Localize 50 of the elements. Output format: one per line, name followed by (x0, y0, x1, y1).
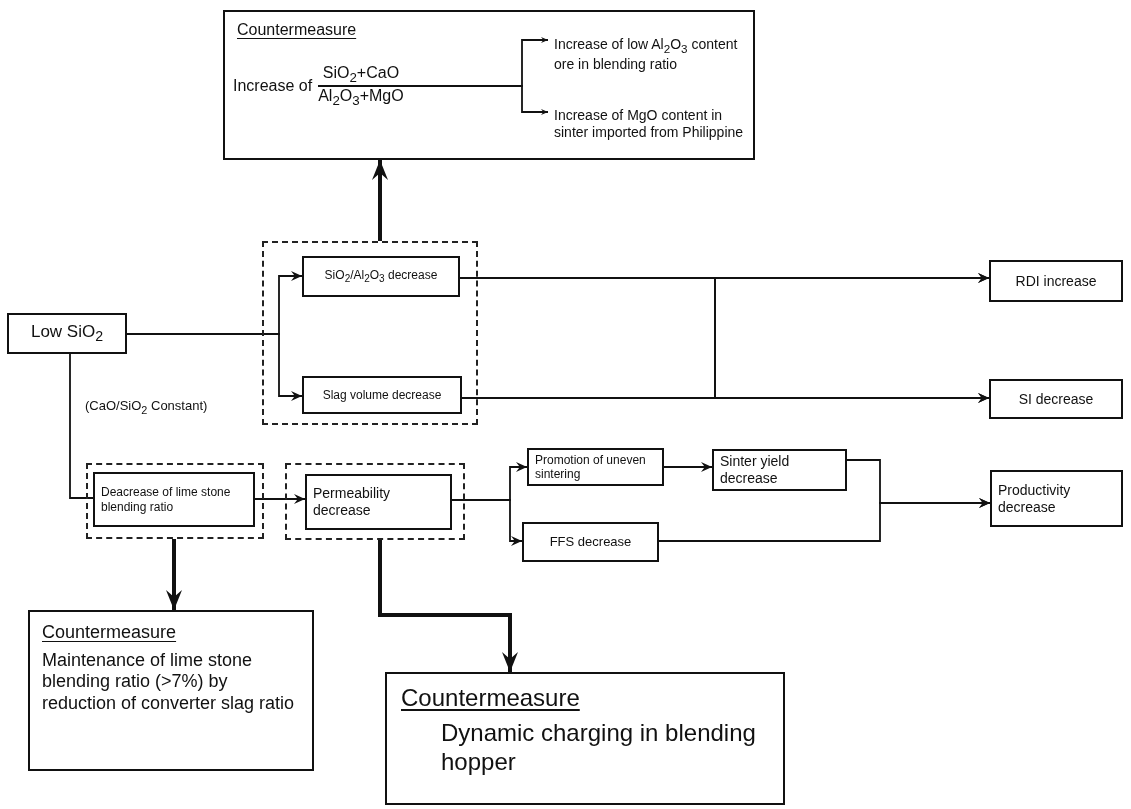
thick-arrow (372, 160, 388, 241)
process-box (989, 260, 1123, 302)
fraction-numerator: SiO$_{2}$+CaO (318, 63, 404, 87)
process-box (385, 672, 785, 805)
node-text: Increase of MgO content in sinter imported from Philippine (554, 107, 745, 141)
process-box (989, 379, 1123, 419)
arrow (126, 333, 303, 401)
arrow (658, 498, 991, 542)
arrow (254, 494, 306, 504)
node-text: RDI increase (1015, 272, 1097, 290)
node-text: FFS decrease (549, 534, 632, 550)
node-text: Increase of low Al$_{2}$O$_{3}$ content ore in blending ratio (554, 35, 739, 73)
node-text: Maintenance of lime stone blending ratio (>7%) by reduction of converter slag ratio (42, 649, 296, 715)
arrow (663, 462, 713, 472)
process-box (522, 522, 659, 562)
node-text: Dynamic charging in blending hopper (440, 718, 757, 777)
node-text: SiO$_{2}$/Al$_{2}$O$_{3}$ decrease (324, 267, 438, 286)
dashed-group-box (285, 463, 465, 540)
heading: Countermeasure (401, 684, 580, 713)
process-box (305, 474, 452, 530)
connector-line (69, 353, 94, 499)
process-box (712, 449, 847, 491)
process-box (7, 313, 127, 354)
node-text: Low SiO$_{2}$ (30, 321, 104, 346)
formula-text: Increase of (233, 77, 313, 95)
dashed-group-box (86, 463, 264, 539)
node-text: SI decrease (1018, 390, 1094, 408)
process-box (28, 610, 314, 771)
fraction-denominator: Al$_{2}$O$_{3}$+MgO (318, 87, 404, 109)
process-box (93, 472, 255, 527)
process-box (527, 448, 664, 486)
process-box (302, 376, 462, 414)
heading: Countermeasure (42, 622, 177, 644)
process-box (302, 256, 460, 297)
thick-arrow (378, 540, 518, 672)
dashed-group-box (262, 241, 478, 425)
arrow (402, 85, 549, 115)
node-text: Slag volume decrease (322, 387, 442, 403)
arrow (461, 393, 990, 403)
process-box (990, 470, 1123, 527)
heading: Countermeasure (237, 20, 357, 40)
thick-arrow (166, 539, 182, 610)
node-text: Sinter yield decrease (720, 453, 791, 487)
arrow (451, 499, 523, 546)
process-box (223, 10, 755, 160)
node-text: Productivity decrease (998, 481, 1072, 516)
note-text: (CaO/SiO$_{2}$ Constant) (85, 398, 208, 416)
node-text: Promotion of uneven sintering (535, 452, 647, 482)
node-text: Deacrease of lime stone blending ratio (101, 485, 232, 514)
node-text: Permeability decrease (313, 485, 392, 519)
